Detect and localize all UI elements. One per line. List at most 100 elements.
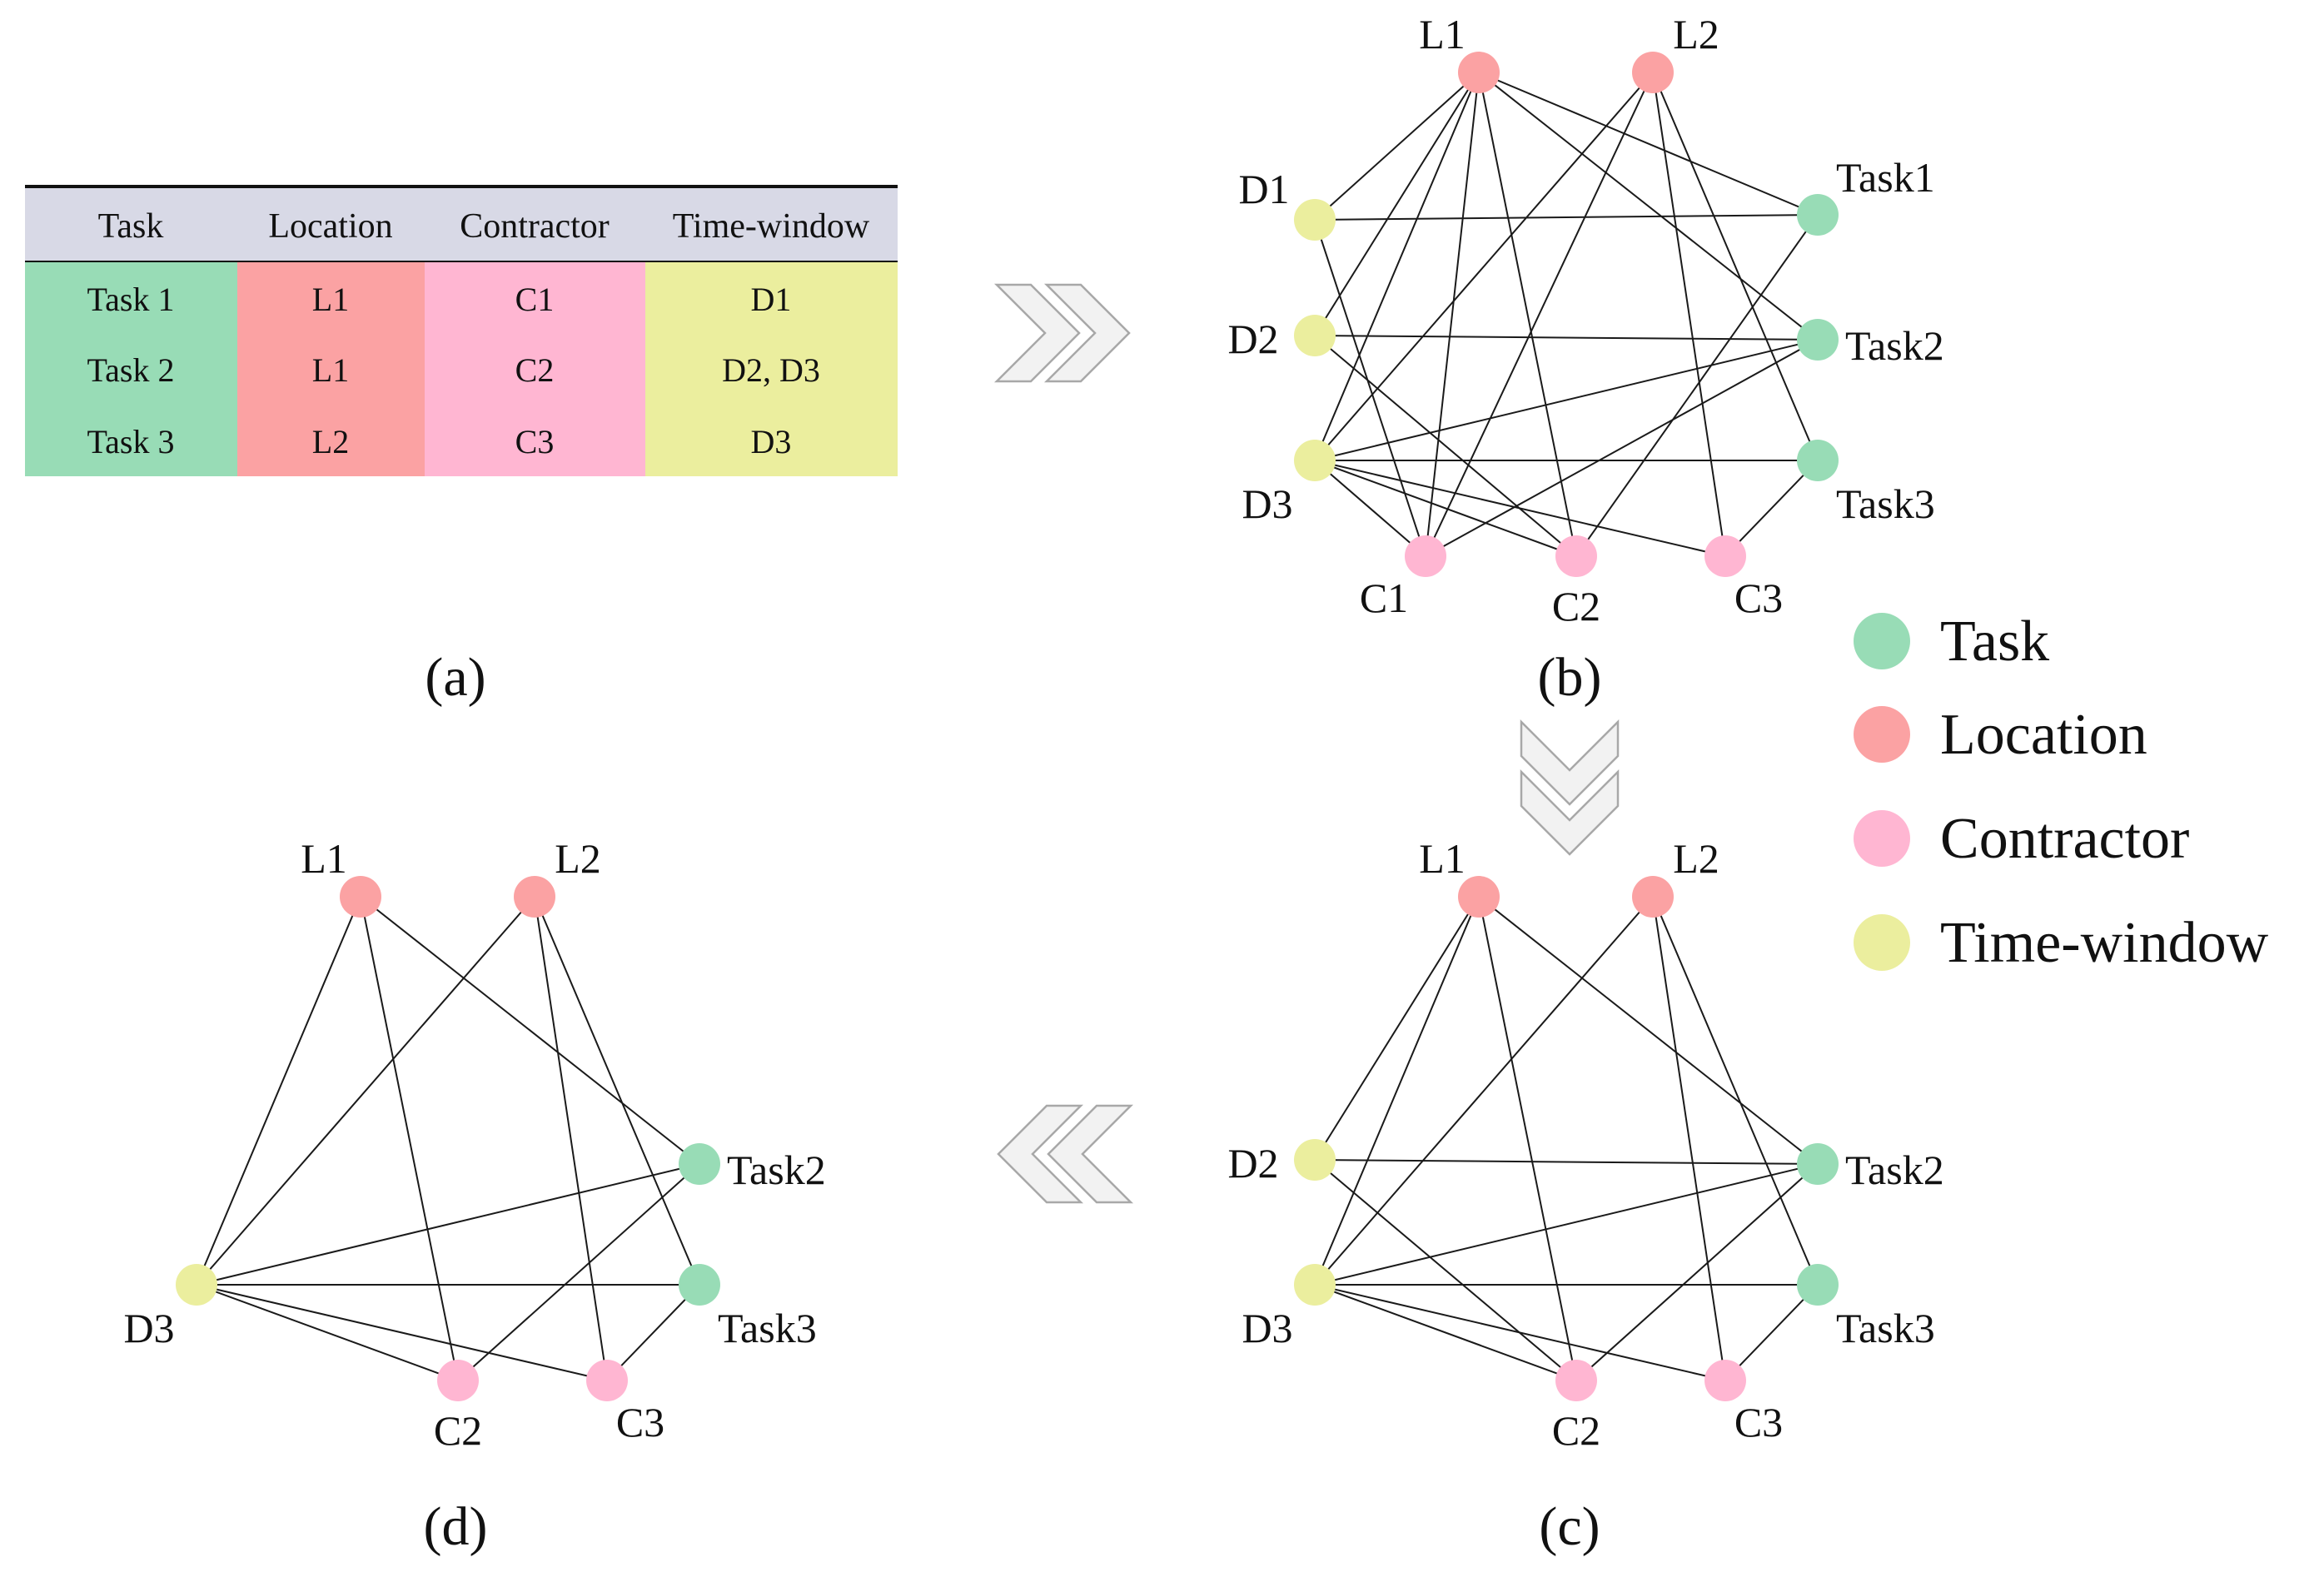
edge-l1-c2 xyxy=(360,896,459,1381)
node-d2 xyxy=(1294,315,1336,356)
legend: Task Location Contractor Time-window xyxy=(1854,609,2269,975)
table-cell: D2, D3 xyxy=(722,351,820,389)
task-column-background xyxy=(25,262,237,476)
legend-task-swatch xyxy=(1854,613,1910,669)
node-label-l1: L1 xyxy=(1419,835,1466,882)
node-label-task3: Task3 xyxy=(1836,1305,1935,1351)
edge-d2-task2 xyxy=(1314,1159,1819,1165)
edge-d3-c3 xyxy=(1314,460,1726,557)
legend-contractor-label: Contractor xyxy=(1940,807,2189,871)
arrow-left-icon xyxy=(997,1104,1134,1204)
arrow-right-icon xyxy=(993,283,1131,383)
node-task3 xyxy=(679,1264,720,1306)
edge-d3-c2 xyxy=(1314,1284,1577,1381)
edge-l2-task3 xyxy=(1652,72,1819,461)
table-cell: L2 xyxy=(312,423,349,460)
edge-l1-c2 xyxy=(1478,896,1577,1381)
timewindow-column-background xyxy=(645,262,898,476)
table-cell: D3 xyxy=(751,423,792,460)
edge-l1-d3 xyxy=(196,896,361,1286)
node-label-task1: Task1 xyxy=(1836,154,1935,201)
node-label-d1: D1 xyxy=(1238,166,1289,212)
edge-d3-task2 xyxy=(1314,339,1819,461)
node-d3 xyxy=(1294,1264,1336,1306)
node-d3 xyxy=(1294,440,1336,481)
table-cell: Task 1 xyxy=(87,281,175,318)
table-cell: D1 xyxy=(751,281,792,318)
edge-l1-d3 xyxy=(1314,896,1480,1286)
table-cell: L1 xyxy=(312,351,349,389)
node-label-c1: C1 xyxy=(1360,575,1408,621)
node-label-c2: C2 xyxy=(434,1407,482,1454)
node-label-c3: C3 xyxy=(616,1399,664,1445)
edge-l2-d3 xyxy=(1314,896,1654,1286)
node-d2 xyxy=(1294,1139,1336,1181)
legend-timewindow-swatch xyxy=(1854,914,1910,971)
edge-task2-c2 xyxy=(457,1163,700,1381)
caption-b: (b) xyxy=(1538,647,1602,708)
node-label-c2: C2 xyxy=(1552,1407,1600,1454)
node-label-d2: D2 xyxy=(1227,316,1278,362)
table-header-location: Location xyxy=(268,207,392,246)
edge-l2-c3 xyxy=(1652,72,1726,557)
node-c3 xyxy=(1704,1360,1746,1401)
node-d3 xyxy=(176,1264,217,1306)
node-label-task3: Task3 xyxy=(718,1305,817,1351)
node-label-c3: C3 xyxy=(1734,1399,1783,1445)
edge-d3-task2 xyxy=(1314,1163,1819,1286)
table-cell: C1 xyxy=(515,281,555,318)
node-c3 xyxy=(1704,535,1746,577)
legend-contractor-swatch xyxy=(1854,810,1910,867)
edge-l1-task1 xyxy=(1478,72,1819,216)
node-l2 xyxy=(1632,876,1674,918)
table-header-contractor: Contractor xyxy=(460,207,610,246)
edge-l1-d2 xyxy=(1314,896,1480,1161)
edge-l2-task3 xyxy=(534,896,700,1286)
edge-l2-d3 xyxy=(196,896,535,1286)
node-label-d3: D3 xyxy=(1242,480,1292,527)
edge-l1-d2 xyxy=(1314,72,1480,336)
table-cell: C3 xyxy=(515,423,555,460)
caption-a: (a) xyxy=(425,647,485,708)
edge-d3-c1 xyxy=(1314,460,1426,557)
node-c1 xyxy=(1405,535,1446,577)
node-label-task2: Task2 xyxy=(1845,1147,1944,1193)
node-task3 xyxy=(1797,440,1839,481)
edge-l1-task2 xyxy=(360,896,700,1165)
edge-d3-c2 xyxy=(1314,460,1577,557)
edge-d3-c2 xyxy=(196,1284,459,1381)
node-label-l2: L2 xyxy=(1673,11,1719,57)
node-l1 xyxy=(340,876,381,918)
table-cell: Task 2 xyxy=(87,351,175,389)
edge-l2-task3 xyxy=(1652,896,1819,1286)
node-label-l2: L2 xyxy=(555,835,601,882)
edge-d1-c1 xyxy=(1314,219,1426,557)
edge-task3-c3 xyxy=(606,1284,700,1381)
node-c2 xyxy=(1555,535,1597,577)
table-cell: Task 3 xyxy=(87,423,175,460)
node-task2 xyxy=(1797,319,1839,361)
edge-d2-c2 xyxy=(1314,1159,1577,1381)
edge-d2-c2 xyxy=(1314,335,1577,557)
caption-c: (c) xyxy=(1539,1496,1600,1557)
node-label-c2: C2 xyxy=(1552,583,1600,629)
edge-l1-d1 xyxy=(1314,72,1480,221)
edge-task2-c1 xyxy=(1425,339,1819,557)
legend-task-label: Task xyxy=(1940,609,2049,674)
legend-location-swatch xyxy=(1854,706,1910,763)
node-label-d3: D3 xyxy=(1242,1305,1292,1351)
edge-d3-c3 xyxy=(1314,1284,1726,1381)
legend-timewindow-label: Time-window xyxy=(1940,911,2269,975)
node-c3 xyxy=(586,1360,628,1401)
node-task2 xyxy=(679,1143,720,1185)
node-label-l1: L1 xyxy=(1419,11,1466,57)
arrow-down-icon xyxy=(1520,719,1620,856)
node-label-task2: Task2 xyxy=(727,1147,826,1193)
legend-location-label: Location xyxy=(1940,703,2147,767)
node-label-c3: C3 xyxy=(1734,575,1783,621)
edge-task1-c2 xyxy=(1575,214,1819,557)
table-cell: L1 xyxy=(312,281,349,318)
caption-d: (d) xyxy=(424,1496,488,1557)
